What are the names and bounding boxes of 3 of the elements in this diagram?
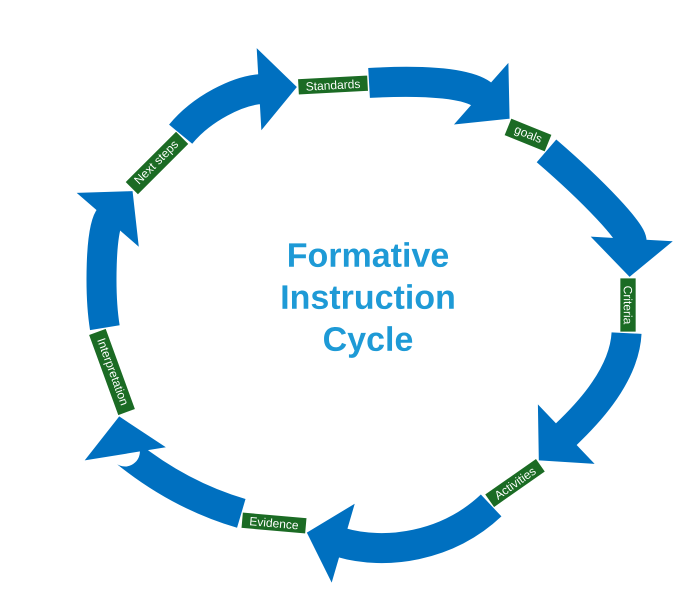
- title: Formative Instruction Cycle: [282, 242, 454, 358]
- label-box: goals: [502, 116, 554, 154]
- label-box: Criteria: [618, 276, 638, 334]
